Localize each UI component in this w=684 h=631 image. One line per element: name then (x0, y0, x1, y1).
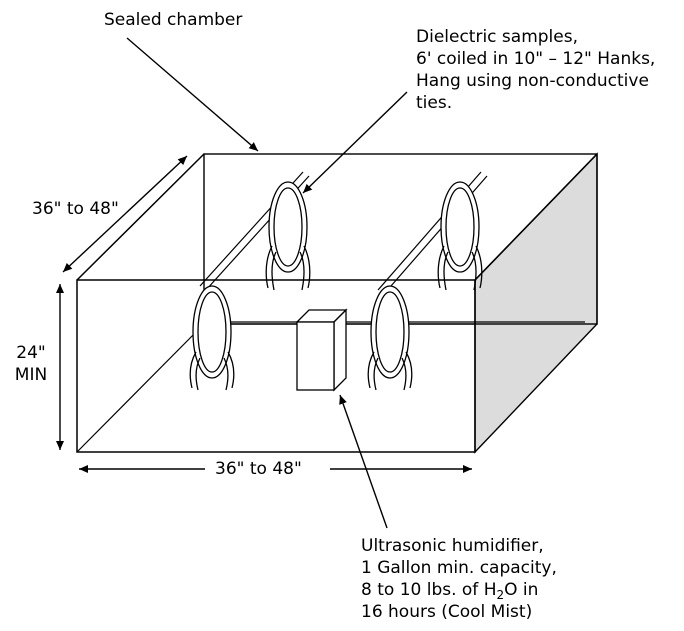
samples-line-4: ties. (416, 93, 453, 113)
humidifier-line-3: 8 to 10 lbs. of H2O in (361, 579, 557, 601)
humidifier-line-3-pre: 8 to 10 lbs. of H (361, 580, 497, 600)
humidifier-box (295, 308, 348, 392)
coil-front-right (367, 285, 413, 391)
humidifier-line-1: Ultrasonic humidifier, (361, 536, 544, 556)
coil-back-left (265, 181, 311, 291)
height-dim-line-1: 24" (16, 343, 46, 363)
height-dim-line-2: MIN (14, 365, 48, 385)
depth-dimension-label: 36" to 48" (32, 199, 119, 219)
coil-front-left (189, 285, 235, 391)
sealed-chamber-label: Sealed chamber (104, 10, 243, 30)
width-dimension-label: 36" to 48" (215, 459, 302, 479)
humidifier-line-3-post: O in (504, 580, 539, 600)
sealed-chamber-leader (126, 37, 259, 152)
chamber-side-panel (474, 152, 598, 454)
humidifier-line-3-sub: 2 (496, 588, 505, 602)
coil-back-right (437, 181, 483, 291)
humidifier-leader (339, 394, 388, 529)
depth-dimension-arrow (62, 155, 188, 273)
samples-leader (302, 91, 408, 194)
samples-callout: Dielectric samples, 6' coiled in 10" – 1… (416, 26, 655, 114)
humidifier-line-4: 16 hours (Cool Mist) (361, 602, 533, 622)
samples-line-2: 6' coiled in 10" – 12" Hanks, (416, 49, 656, 69)
humidifier-line-2: 1 Gallon min. capacity, (361, 558, 557, 578)
samples-line-1: Dielectric samples, (416, 27, 578, 47)
height-dimension-label: 24" MIN (10, 342, 52, 386)
humidifier-callout: Ultrasonic humidifier, 1 Gallon min. cap… (361, 535, 557, 623)
chamber-inner-edges (76, 323, 475, 453)
samples-line-3: Hang using non-conductive (416, 71, 649, 91)
